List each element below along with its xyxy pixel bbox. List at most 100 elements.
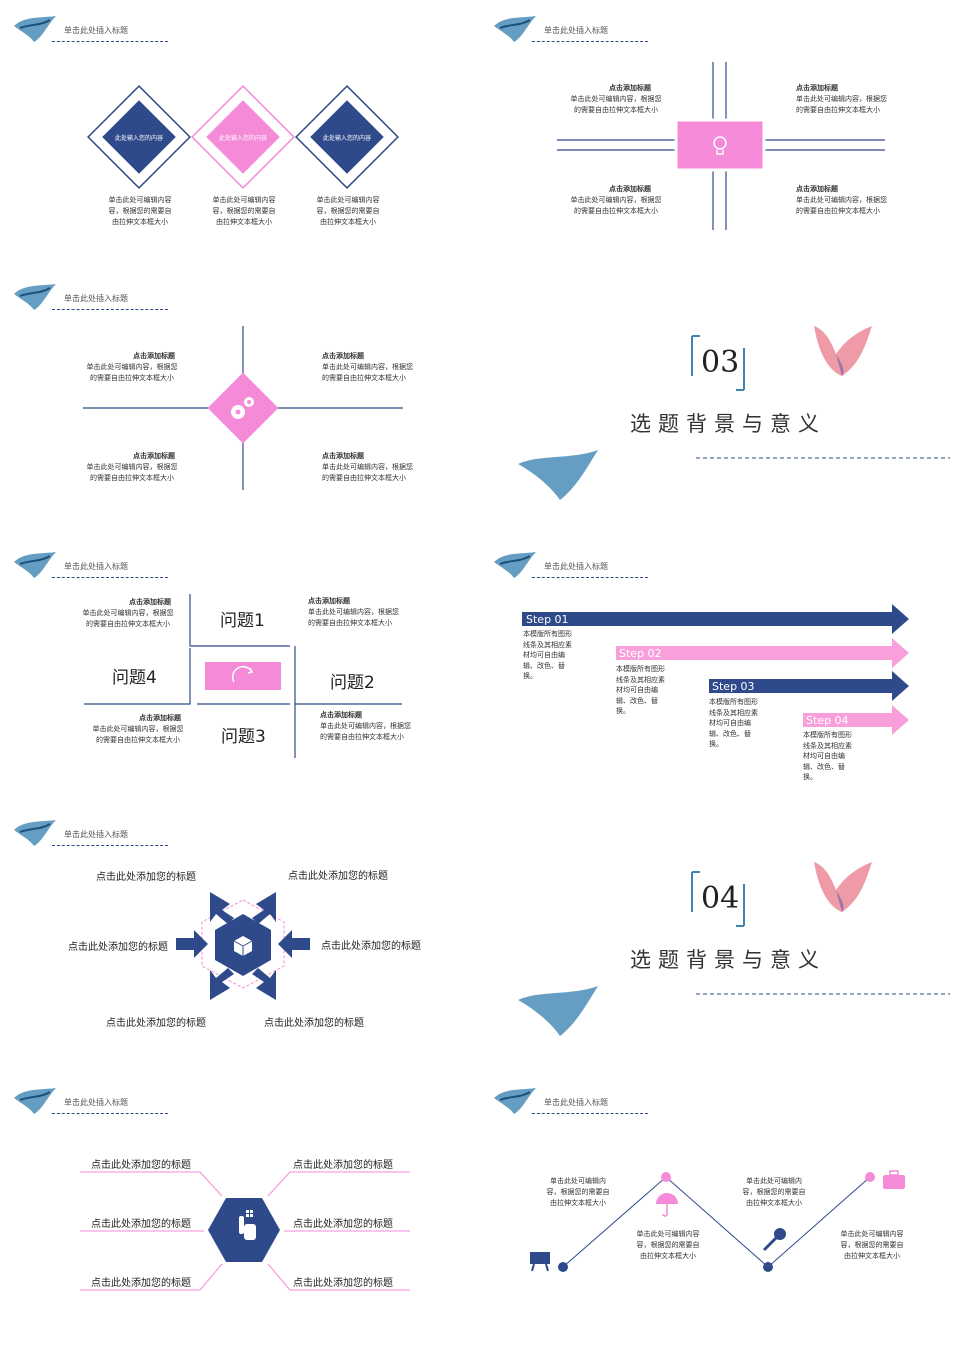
slide-header-title[interactable]: 单击此处插入标题 <box>544 562 608 571</box>
watercolor-bird-logo <box>494 552 536 578</box>
block-title-tl[interactable]: 点击添加标题 <box>129 598 171 606</box>
arrow-tr <box>252 892 276 924</box>
question-2[interactable]: 问题2 <box>330 673 375 693</box>
block-body-bl[interactable]: 单击此处可编辑内容，根据您 的需要自由拉伸文本框大小 <box>92 725 184 744</box>
timeline-dot-1 <box>558 1262 568 1272</box>
block-title-br[interactable]: 点击添加标题 <box>796 185 838 193</box>
section-title[interactable]: 选题背景与意义 <box>630 948 826 972</box>
step-label-3[interactable]: Step 03 <box>712 680 755 693</box>
label-top-left[interactable]: 点击此处添加您的标题 <box>96 872 196 883</box>
slide-header-title[interactable]: 单击此处插入标题 <box>544 26 608 35</box>
block-title-tl[interactable]: 点击添加标题 <box>133 352 175 360</box>
block-title-bl[interactable]: 点击添加标题 <box>133 452 175 460</box>
watercolor-bird-logo <box>14 16 56 42</box>
step-text-3[interactable]: 本模版所有图形 线条及其相应素 材均可自由编 辑、改色、替 换。 <box>709 698 758 748</box>
block-title-bl[interactable]: 点击添加标题 <box>139 714 181 722</box>
label-right-1[interactable]: 点击此处添加您的标题 <box>293 1160 393 1171</box>
block-body-br[interactable]: 单击此处可编辑内容，根据您 的需要自由拉伸文本框大小 <box>320 722 411 741</box>
question-4[interactable]: 问题4 <box>112 668 157 688</box>
timeline-text-4[interactable]: 单击此处可编辑内容 容，根据您的需要自 由拉伸文本框大小 <box>840 1230 904 1260</box>
slide-header-title[interactable]: 单击此处插入标题 <box>64 1098 128 1107</box>
slide-header-title[interactable]: 单击此处插入标题 <box>64 830 128 839</box>
block-body-br[interactable]: 单击此处可编辑内容，根据您 的需要自由拉伸文本框大小 <box>322 463 413 482</box>
block-title-tr[interactable]: 点击添加标题 <box>322 352 364 360</box>
step-label-1[interactable]: Step 01 <box>526 613 569 626</box>
section-title[interactable]: 选题背景与意义 <box>630 412 826 436</box>
question-1[interactable]: 问题1 <box>220 611 265 631</box>
slide-5: 单击此处插入标题 问题1 问题2 问题3 问题4 点击添加标题 单击此处可编辑内… <box>0 536 480 804</box>
pinwheel-graphic <box>84 594 402 758</box>
watercolor-bird <box>518 450 598 500</box>
timeline-text-2[interactable]: 单击此处可编辑内容 容，根据您的需要自 由拉伸文本框大小 <box>636 1230 700 1260</box>
question-3[interactable]: 问题3 <box>221 727 266 747</box>
block-title-br[interactable]: 点击添加标题 <box>320 711 362 719</box>
body-text-2[interactable]: 单击此处可编辑内容 容，根据您的需要自 由拉伸文本框大小 <box>212 196 276 226</box>
body-text-1[interactable]: 单击此处可编辑内容 容，根据您的需要自 由拉伸文本框大小 <box>108 196 172 226</box>
hand-pointer-icon <box>239 1210 256 1240</box>
block-body-tl[interactable]: 单击此处可编辑内容，根据您 的需要自由拉伸文本框大小 <box>82 609 174 628</box>
label-bottom-right[interactable]: 点击此处添加您的标题 <box>264 1018 364 1029</box>
slide-3: 单击此处插入标题 点击添加标题 单击此处可编辑内容，根据您 的需要自由拉伸文本框… <box>0 268 480 536</box>
block-body-tr[interactable]: 单击此处可编辑内容，根据您 的需要自由拉伸文本框大小 <box>308 608 399 627</box>
step-text-1[interactable]: 本模版所有图形 线条及其相应素 材均可自由编 辑、改色、替 换。 <box>523 630 572 680</box>
header-divider <box>532 1113 648 1114</box>
label-left-1[interactable]: 点击此处添加您的标题 <box>91 1160 191 1171</box>
step-arrow-4 <box>803 705 909 735</box>
step-label-4[interactable]: Step 04 <box>806 714 849 727</box>
step-label-2[interactable]: Step 02 <box>619 647 662 660</box>
slide-header-title[interactable]: 单击此处插入标题 <box>64 562 128 571</box>
slide-header-title[interactable]: 单击此处插入标题 <box>544 1098 608 1107</box>
label-right-2[interactable]: 点击此处添加您的标题 <box>293 1219 393 1230</box>
step-text-2[interactable]: 本模版所有图形 线条及其相应素 材均可自由编 辑、改色、替 换。 <box>616 665 665 715</box>
block-body-bl[interactable]: 单击此处可编辑内容，根据您 的需要自由拉伸文本框大小 <box>86 463 178 482</box>
diamond-label-1[interactable]: 此处输入您的内容 <box>114 135 163 142</box>
slide-9: 单击此处插入标题 点击此处添加您的标题 点击此处添加您的标题 点击此处添加您的标… <box>0 1072 480 1340</box>
header-divider <box>532 577 648 578</box>
lightbulb-icon <box>713 136 727 155</box>
step-arrows <box>522 604 909 735</box>
slide-7: 单击此处插入标题 点击此处添加您的标题 点击此处添加您的标题 点击此处添加您的标… <box>0 804 480 1072</box>
watercolor-bird-logo <box>494 1088 536 1114</box>
arrow-tl <box>210 892 234 924</box>
diamond-label-3[interactable]: 此处输入您的内容 <box>322 135 371 142</box>
dollar-exchange-icon <box>231 666 254 683</box>
arrow-l <box>176 930 208 958</box>
block-title-tr[interactable]: 点击添加标题 <box>308 597 350 605</box>
label-top-right[interactable]: 点击此处添加您的标题 <box>288 871 388 882</box>
label-bottom-left[interactable]: 点击此处添加您的标题 <box>106 1018 206 1029</box>
block-title-tr[interactable]: 点击添加标题 <box>796 84 838 92</box>
section-decoration <box>518 326 950 500</box>
block-body-br[interactable]: 单击此处可编辑内容，根据您 的需要自由拉伸文本框大小 <box>796 196 887 215</box>
step-arrow-1 <box>522 604 909 634</box>
block-body-tr[interactable]: 单击此处可编辑内容，根据您 的需要自由拉伸文本框大小 <box>796 95 887 114</box>
microphone-icon <box>762 1228 786 1252</box>
timeline-text-1[interactable]: 单击此处可编辑内 容，根据您的需要自 由拉伸文本框大小 <box>546 1177 610 1207</box>
block-title-bl[interactable]: 点击添加标题 <box>609 185 651 193</box>
section-number[interactable]: 04 <box>701 881 740 916</box>
label-left-2[interactable]: 点击此处添加您的标题 <box>91 1219 191 1230</box>
step-text-4[interactable]: 本模版所有图形 线条及其相应素 材均可自由编 辑、改色、替 换。 <box>803 731 852 781</box>
block-title-tl[interactable]: 点击添加标题 <box>609 84 651 92</box>
block-title-br[interactable]: 点击添加标题 <box>322 452 364 460</box>
block-body-tl[interactable]: 单击此处可编辑内容，根据您 的需要自由拉伸文本框大小 <box>570 95 662 114</box>
label-right-3[interactable]: 点击此处添加您的标题 <box>293 1278 393 1289</box>
diamond-label-2[interactable]: 此处输入您的内容 <box>218 135 267 142</box>
block-body-bl[interactable]: 单击此处可编辑内容，根据您 的需要自由拉伸文本框大小 <box>570 196 662 215</box>
label-mid-left[interactable]: 点击此处添加您的标题 <box>68 942 168 953</box>
label-left-3[interactable]: 点击此处添加您的标题 <box>91 1278 191 1289</box>
block-body-tr[interactable]: 单击此处可编辑内容，根据您 的需要自由拉伸文本框大小 <box>322 363 413 382</box>
block-body-tl[interactable]: 单击此处可编辑内容，根据您 的需要自由拉伸文本框大小 <box>86 363 178 382</box>
watercolor-bird-logo <box>14 820 56 846</box>
body-text-3[interactable]: 单击此处可编辑内容 容，根据您的需要自 由拉伸文本框大小 <box>316 196 380 226</box>
slide-2: 单击此处插入标题 点击添加标题 单击此处可编辑内容，根据您 的需要自由拉伸文本框… <box>480 0 960 268</box>
slide-header-title[interactable]: 单击此处插入标题 <box>64 294 128 303</box>
slide-header-title[interactable]: 单击此处插入标题 <box>64 26 128 35</box>
arrow-r <box>278 930 310 958</box>
timeline-text-3[interactable]: 单击此处可编辑内 容，根据您的需要自 由拉伸文本框大小 <box>742 1177 806 1207</box>
slide-8-section: 04 选题背景与意义 <box>480 804 960 1072</box>
zigzag-timeline <box>530 1170 905 1272</box>
label-mid-right[interactable]: 点击此处添加您的标题 <box>321 941 421 952</box>
gear-cross-graphic <box>83 326 403 490</box>
section-number[interactable]: 03 <box>701 345 740 380</box>
hexagon-fan-graphic <box>80 1171 410 1291</box>
